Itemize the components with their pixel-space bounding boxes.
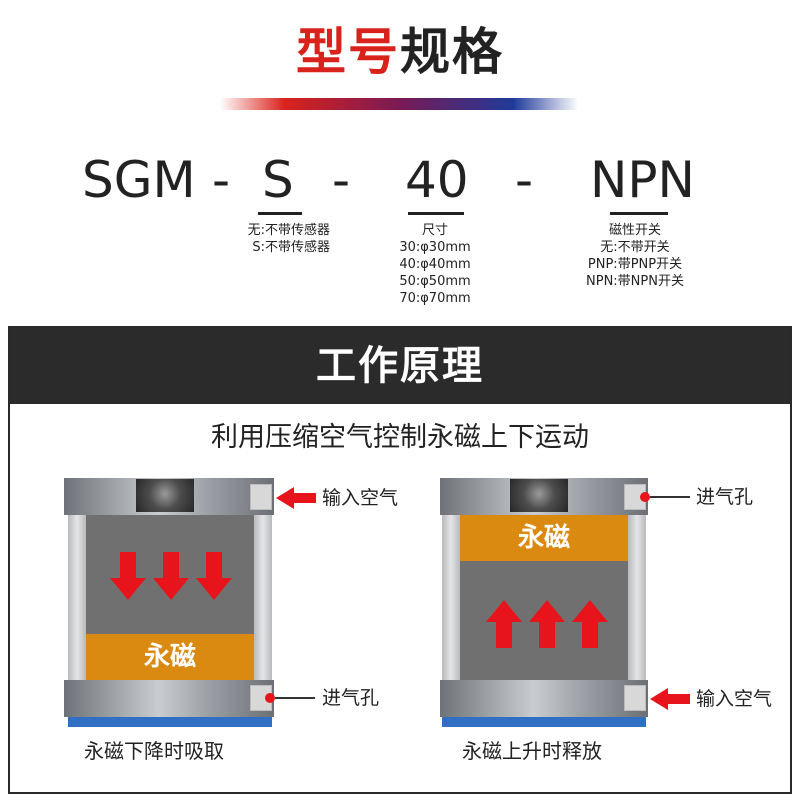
left-base	[68, 717, 272, 727]
principle-panel: 工作原理	[8, 326, 792, 794]
principle-heading: 工作原理	[10, 328, 790, 404]
right-bottom-inlet-icon	[624, 685, 646, 711]
right-air-in-arrow-icon	[650, 688, 690, 710]
left-port-dot	[265, 693, 275, 703]
left-port-leader	[275, 697, 315, 699]
left-top-label: 输入空气	[322, 487, 399, 509]
model-size-code: 40	[405, 151, 469, 209]
left-magnet: 永磁	[86, 634, 254, 680]
sensor-underline	[258, 212, 302, 215]
sensor-notes: 无:不带传感器 S:不带传感器	[200, 222, 330, 256]
switch-title: 磁性开关	[608, 223, 661, 238]
switch-notes: 磁性开关 无:不带开关 PNP:带PNP开关 NPN:带NPN开关	[560, 222, 710, 290]
left-bottom-cap	[64, 680, 274, 717]
size-note: 40:φ40mm	[399, 257, 471, 272]
right-caption: 永磁上升时释放	[462, 739, 602, 763]
right-bottom-label: 输入空气	[696, 688, 773, 710]
right-top-port-icon	[510, 479, 568, 512]
left-top-inlet-icon	[250, 484, 272, 510]
left-air-in-arrow-icon	[276, 487, 316, 509]
size-underline	[408, 212, 464, 215]
size-note: 70:φ70mm	[399, 291, 471, 306]
page-title: 型号规格	[0, 20, 800, 84]
right-bottom-cap	[440, 680, 648, 717]
right-wall-right	[628, 515, 646, 680]
size-title: 尺寸	[421, 223, 448, 238]
sensor-note: 无:不带传感器	[247, 223, 330, 238]
sensor-note: S:不带传感器	[252, 240, 330, 255]
size-notes: 尺寸 30:φ30mm 40:φ40mm 50:φ50mm 70:φ70mm	[370, 222, 500, 307]
title-dark-part: 规格	[400, 23, 504, 81]
switch-underline	[610, 212, 668, 215]
switch-note: 无:不带开关	[600, 240, 670, 255]
left-down-arrow-icon	[196, 552, 232, 600]
switch-note: NPN:带NPN开关	[586, 274, 684, 289]
right-top-label: 进气孔	[696, 486, 754, 508]
left-down-arrow-icon	[153, 552, 189, 600]
right-port-leader	[650, 496, 690, 498]
model-dash-2: -	[332, 151, 351, 209]
right-up-arrow-icon	[529, 600, 565, 648]
left-wall-left	[68, 515, 86, 680]
principle-subtitle: 利用压缩空气控制永磁上下运动	[211, 422, 589, 453]
right-up-arrow-icon	[486, 600, 522, 648]
right-magnet: 永磁	[460, 515, 628, 561]
left-caption: 永磁下降时吸取	[84, 739, 224, 763]
right-base	[442, 717, 646, 727]
model-dash-3: -	[515, 151, 534, 209]
right-wall-left	[442, 515, 460, 680]
left-down-arrow-icon	[110, 552, 146, 600]
title-gradient-bar	[220, 98, 578, 110]
size-note: 50:φ50mm	[399, 274, 471, 289]
model-switch-code: NPN	[590, 151, 695, 209]
title-red-part: 型号	[296, 23, 400, 81]
size-note: 30:φ30mm	[399, 240, 471, 255]
model-series: SGM	[82, 151, 196, 209]
left-top-port-icon	[136, 479, 194, 512]
switch-note: PNP:带PNP开关	[587, 257, 683, 272]
model-dash-1: -	[212, 151, 231, 209]
left-bottom-label: 进气孔	[322, 687, 380, 709]
left-wall-right	[254, 515, 272, 680]
model-sensor-code: S	[262, 151, 294, 209]
right-up-arrow-icon	[572, 600, 608, 648]
right-port-dot	[640, 492, 650, 502]
